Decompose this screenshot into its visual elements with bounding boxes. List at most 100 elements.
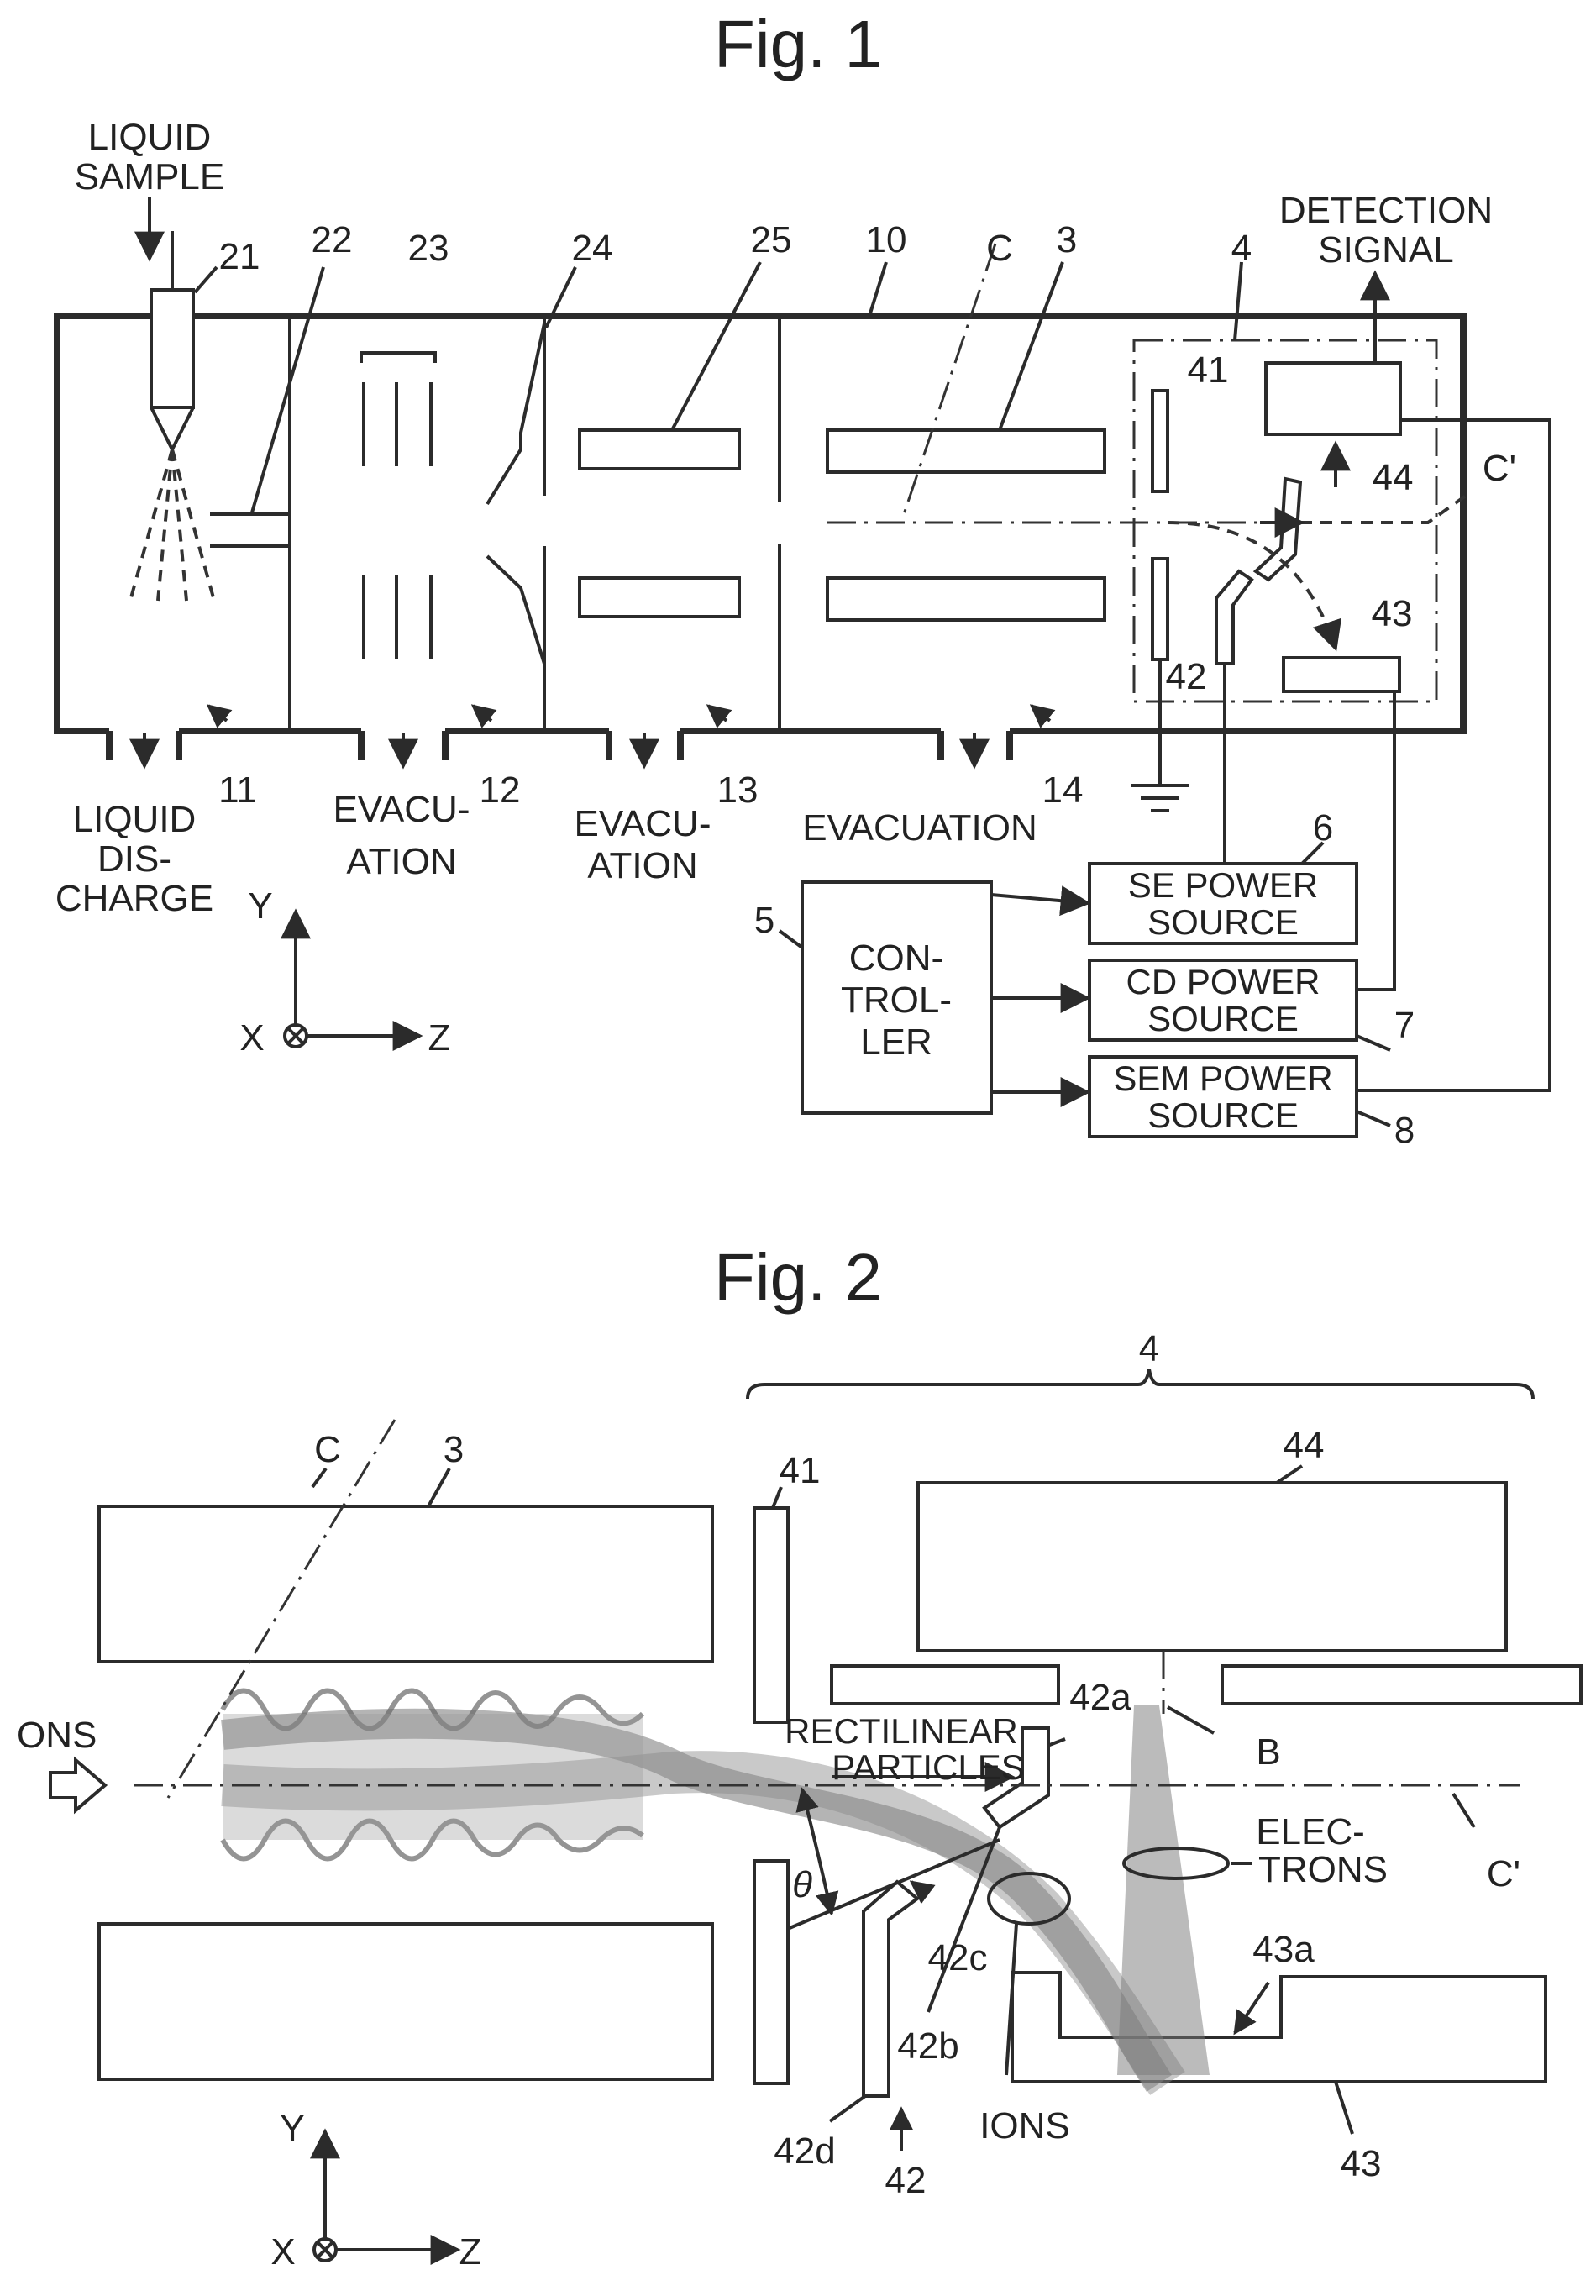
pointer-11 — [208, 706, 227, 721]
cd-power-line-1: CD POWER — [1126, 962, 1320, 1001]
label-5: 5 — [754, 900, 774, 941]
label-12: 12 — [480, 770, 521, 811]
leader-42a — [1047, 1739, 1065, 1746]
electron-beam — [1117, 1705, 1210, 2075]
label-elec-1: ELEC- — [1256, 1811, 1365, 1852]
pointer-13 — [708, 706, 727, 721]
label-ions: IONS — [979, 2105, 1070, 2146]
leader-7 — [1357, 1036, 1390, 1050]
sem-power-line-1: SEM POWER — [1113, 1059, 1332, 1098]
label-c-prime-f2: C' — [1487, 1853, 1520, 1894]
leader-5 — [780, 931, 802, 948]
se-power-line-2: SOURCE — [1147, 902, 1299, 942]
axis-x-fig2: X — [270, 2231, 295, 2272]
label-6: 6 — [1313, 807, 1333, 849]
leader-10 — [869, 262, 886, 316]
label-42: 42 — [1166, 656, 1207, 697]
axis-y-fig2: Y — [280, 2108, 304, 2149]
leader-c-f2 — [312, 1468, 326, 1487]
label-3: 3 — [1057, 219, 1077, 260]
label-7: 7 — [1394, 1005, 1415, 1046]
sem-shield-left — [832, 1666, 1058, 1704]
axis-y-fig1: Y — [248, 885, 272, 927]
electrode-41-upper — [1152, 391, 1168, 491]
skimmer-plate-22 — [210, 514, 290, 546]
leader-c-prime-f2 — [1453, 1794, 1474, 1827]
label-42a: 42a — [1069, 1677, 1131, 1718]
label-8: 8 — [1394, 1110, 1415, 1151]
se-power-line-1: SE POWER — [1128, 865, 1318, 905]
label-rectilinear-2: PARTICLES — [832, 1747, 1025, 1787]
ion-guide-3-upper-f2 — [99, 1506, 712, 1662]
axis-c-prime — [1300, 496, 1466, 523]
label-42b: 42b — [897, 2025, 958, 2067]
detector-brace — [748, 1369, 1533, 1399]
label-10: 10 — [866, 219, 907, 260]
sem-44 — [1266, 363, 1400, 434]
label-44-f2: 44 — [1284, 1425, 1325, 1466]
sem-44-f2 — [918, 1483, 1506, 1651]
label-43: 43 — [1372, 593, 1413, 634]
label-23: 23 — [408, 228, 449, 269]
label-c: C — [986, 228, 1013, 269]
label-43-f2: 43 — [1341, 2143, 1382, 2184]
ion-guide-bracket — [361, 353, 435, 363]
figure-2: Fig. 2 — [17, 1240, 1581, 2272]
label-rectilinear-1: RECTILINEAR — [785, 1711, 1018, 1751]
leader-21 — [195, 267, 217, 292]
label-4: 4 — [1231, 228, 1252, 269]
axis-z-fig1: Z — [428, 1017, 451, 1059]
label-c-prime: C' — [1483, 448, 1516, 489]
leader-43 — [1336, 2082, 1352, 2134]
axis-x-fig1: X — [239, 1017, 264, 1059]
controller-line-1: CON- — [849, 938, 943, 979]
label-3-f2: 3 — [444, 1429, 464, 1470]
ion-lens-25-lower — [580, 578, 739, 617]
controller-line-2: TROL- — [841, 980, 952, 1021]
label-evacuation: EVACUATION — [802, 807, 1037, 849]
wire-cd-power — [1357, 691, 1394, 990]
ion-lens-25-upper — [580, 430, 739, 469]
conversion-dynode-43 — [1284, 658, 1399, 691]
vacuum-chamber-wall — [57, 316, 1463, 731]
label-evac-1b: ATION — [346, 841, 456, 882]
label-ions-in: ONS — [17, 1715, 97, 1756]
leader-8 — [1357, 1111, 1390, 1126]
secondary-electrode-42 — [1256, 479, 1300, 580]
label-detection-2: SIGNAL — [1318, 229, 1453, 271]
label-elec-2: TRONS — [1258, 1849, 1388, 1890]
electrode-41-lower — [1152, 559, 1168, 659]
ion-guide-3-lower-f2 — [99, 1924, 712, 2079]
leader-25 — [672, 262, 760, 430]
label-c-f2: C — [314, 1429, 341, 1470]
label-41: 41 — [1188, 349, 1229, 391]
label-25: 25 — [751, 219, 792, 260]
figure-1-title: Fig. 1 — [714, 7, 882, 81]
figure-1: Fig. 1 — [55, 7, 1550, 1151]
controller-line-3: LER — [860, 1022, 932, 1063]
secondary-electrode-42-lower — [1216, 571, 1252, 664]
leader-b — [1168, 1707, 1214, 1733]
ion-guide-3-upper — [827, 430, 1105, 472]
label-13: 13 — [717, 770, 759, 811]
controller-to-se — [991, 895, 1088, 903]
figure-2-title: Fig. 2 — [714, 1240, 882, 1315]
ion-guide-3-lower — [827, 578, 1105, 620]
label-24: 24 — [572, 228, 613, 269]
leader-42d — [830, 2096, 865, 2121]
electrode-41-lower-f2 — [754, 1861, 788, 2083]
label-theta: θ — [792, 1864, 812, 1905]
label-liquid-sample-1: LIQUID — [88, 117, 212, 158]
label-liquid-discharge-2: DIS- — [97, 838, 171, 880]
label-b: B — [1256, 1731, 1280, 1773]
label-42-f2: 42 — [885, 2160, 927, 2201]
leader-43a — [1235, 1983, 1268, 2033]
ion-guide-23 — [364, 382, 431, 659]
label-liquid-discharge-3: CHARGE — [55, 878, 213, 919]
label-detection-1: DETECTION — [1279, 190, 1493, 231]
axes-fig2 — [314, 2131, 458, 2261]
leader-3 — [1000, 262, 1063, 430]
skimmer-cone-24 — [487, 323, 544, 664]
label-22: 22 — [312, 219, 353, 260]
